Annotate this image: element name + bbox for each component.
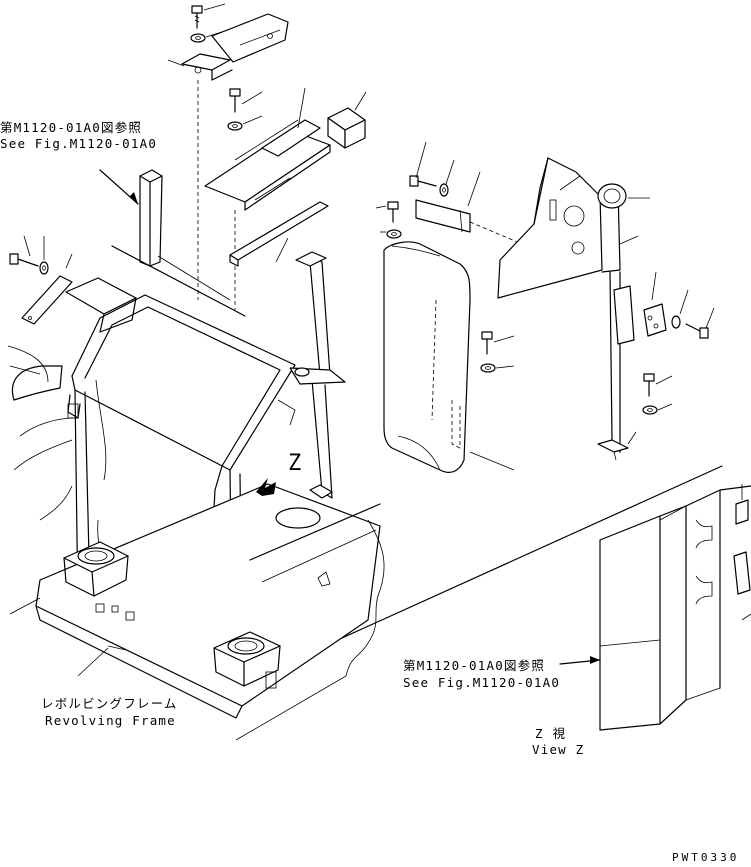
bolt-icon [643,373,655,397]
upright-post [99,169,163,267]
washer-icon [671,315,681,329]
view-letter: Z [288,451,301,476]
view-z-english: View Z [532,742,585,757]
reference-top-japanese: 第M1120-01A0図参照 [0,120,143,135]
cover-panel [383,241,515,473]
bolt-icon [229,88,241,113]
frame-label-english: Revolving Frame [45,713,176,728]
mount-left [63,541,129,597]
washer-icon [386,229,402,239]
washer-icon [39,261,49,275]
small-bracket [409,141,561,261]
reference-top-english: See Fig.M1120-01A0 [0,136,158,151]
washer-icon [480,363,496,373]
bolt-icon [191,5,203,29]
bolt-icon [481,331,493,355]
frame-label-japanese: レボルビングフレーム [41,696,178,711]
washer-icon [190,33,206,43]
drawing-code: PWT0330 [672,851,740,864]
mount-right [213,631,281,689]
revolving-frame [9,483,385,741]
long-bar [229,201,329,267]
hinge-group [613,271,715,345]
bolt-icon [387,201,399,223]
bolt-icon [685,323,709,339]
reference-bottom-english: See Fig.M1120-01A0 [403,675,561,690]
view-arrow-icon [256,478,276,496]
top-bracket-group [167,3,289,300]
bolt-icon [409,175,437,187]
washer-icon [642,405,658,415]
side-plate [497,157,639,461]
left-bolt-group [9,235,73,325]
top-bracket [181,13,289,81]
middle-bracket-group [204,87,331,310]
view-z-detail [559,484,751,731]
reference-bottom-japanese: 第M1120-01A0図参照 [403,658,546,673]
view-z-japanese: Z 視 [535,726,567,741]
rubber-ring [597,183,650,209]
washer-icon [439,183,449,197]
bolt-icon [9,253,39,267]
washer-icon [227,121,243,131]
rubber-block [327,91,367,149]
